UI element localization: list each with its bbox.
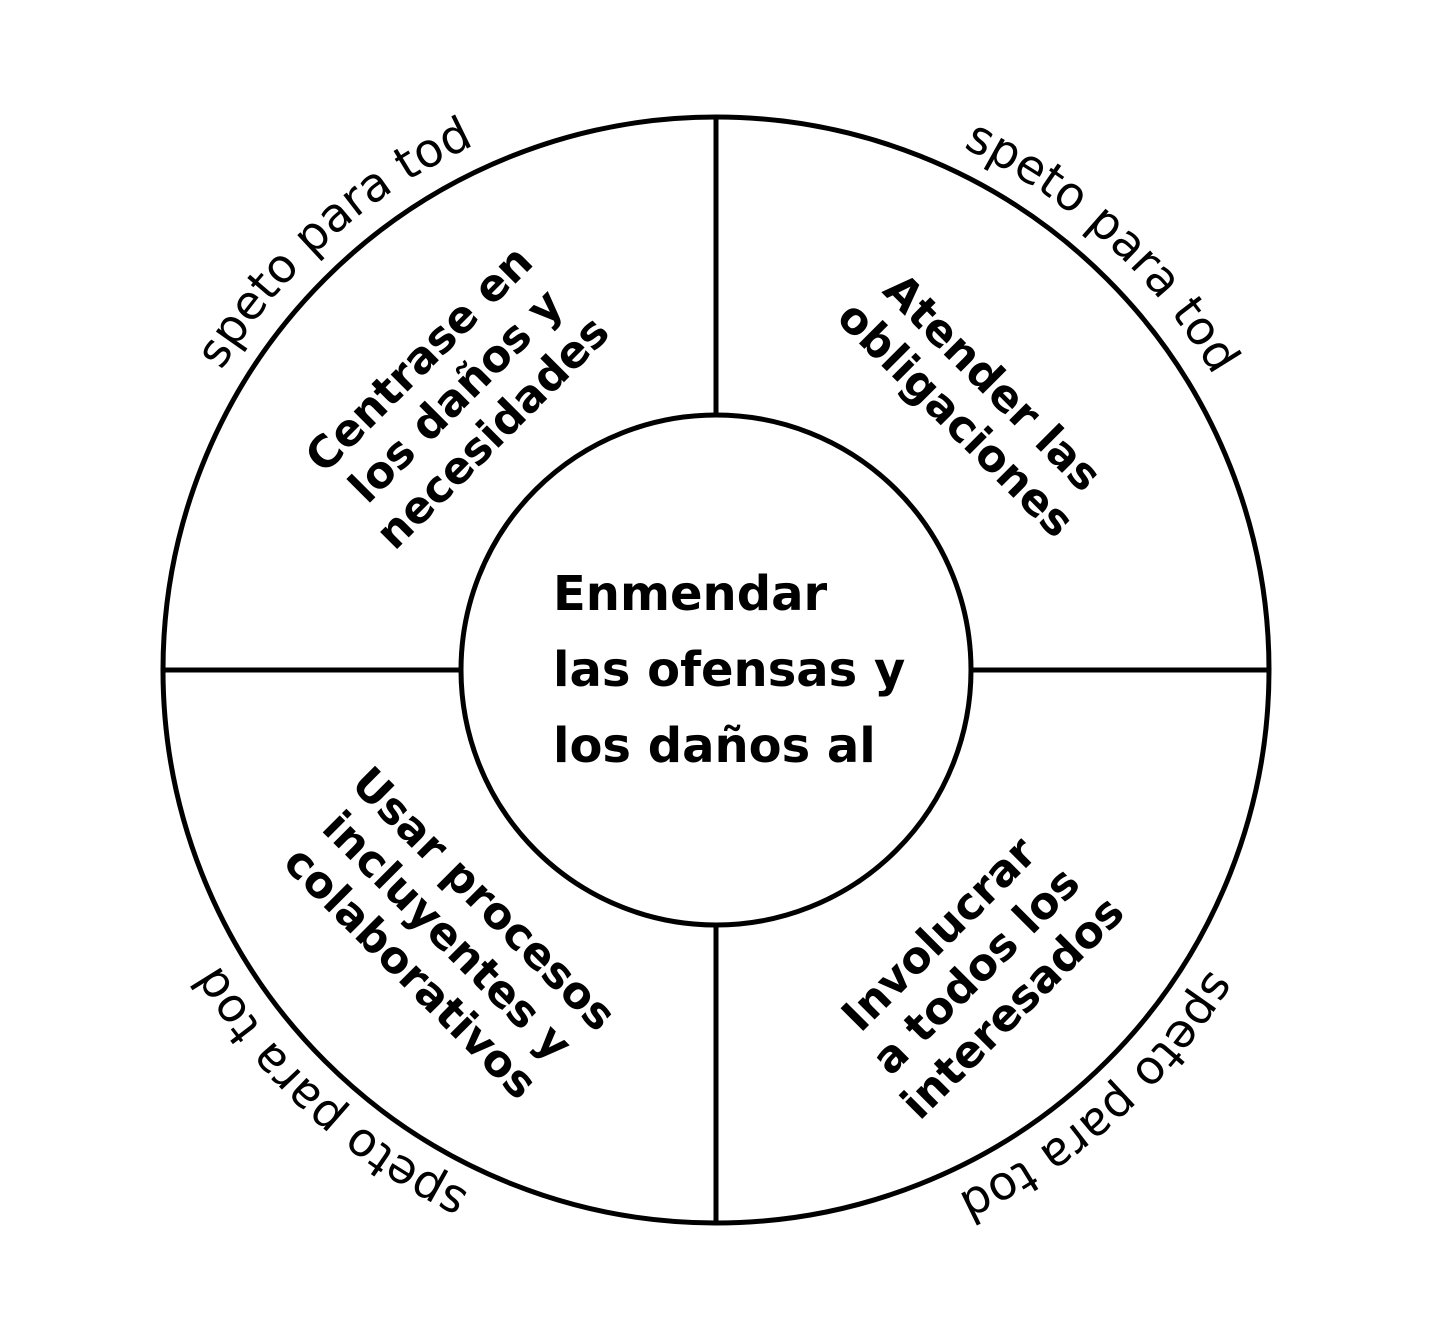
center-label: Enmendar las ofensas y los daños al xyxy=(553,566,905,774)
ring-label-top-left: Respeto para todos xyxy=(0,0,480,377)
center-line-1: Enmendar xyxy=(553,566,827,622)
center-line-3: los daños al xyxy=(553,718,876,774)
ring-label-top-right: Respeto para todos xyxy=(0,0,1250,382)
inner-circle xyxy=(458,412,974,928)
center-line-2: las ofensas y xyxy=(553,642,905,698)
